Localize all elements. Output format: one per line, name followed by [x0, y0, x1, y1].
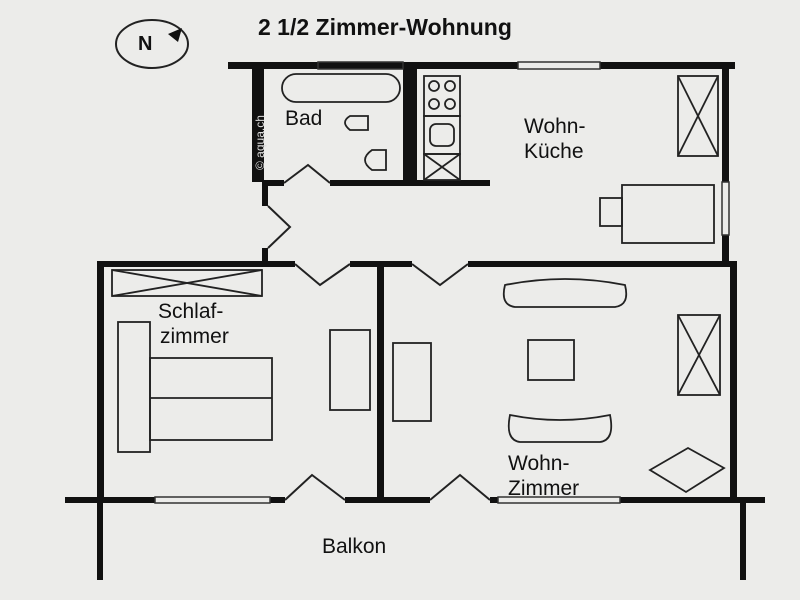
- bed-icon: [149, 357, 273, 441]
- stove-icon: [423, 75, 461, 117]
- page-title: 2 1/2 Zimmer-Wohnung: [258, 14, 512, 40]
- dining-table-icon: [621, 184, 715, 244]
- compass: [115, 19, 189, 69]
- watermark: © aqua.ch: [253, 115, 267, 170]
- room-label-schlaf-2: zimmer: [160, 325, 229, 348]
- tv-icon: [648, 446, 726, 494]
- room-label-bad: Bad: [285, 107, 323, 130]
- toilet-icon: [344, 115, 369, 131]
- bathtub-icon: [281, 73, 401, 103]
- walls: [65, 62, 765, 580]
- room-label-wohn-2: Zimmer: [508, 477, 580, 500]
- room-label-kueche-2: Küche: [524, 140, 584, 163]
- north-arrow-icon: [168, 28, 182, 42]
- sofa-icon: [502, 278, 628, 308]
- room-label-balkon: Balkon: [322, 535, 387, 558]
- room-label-kueche-1: Wohn-: [524, 115, 586, 138]
- coffee-table-icon: [527, 339, 575, 381]
- kitchen-sink-icon: [429, 123, 455, 147]
- room-label-schlaf-1: Schlaf-: [158, 300, 224, 323]
- armchair-icon: [507, 413, 613, 443]
- furniture: [111, 73, 726, 494]
- doors: [267, 163, 491, 501]
- windows: [154, 61, 730, 504]
- north-label: N: [138, 33, 153, 55]
- sink-icon: [364, 149, 387, 171]
- room-label-wohn-1: Wohn-: [508, 452, 570, 475]
